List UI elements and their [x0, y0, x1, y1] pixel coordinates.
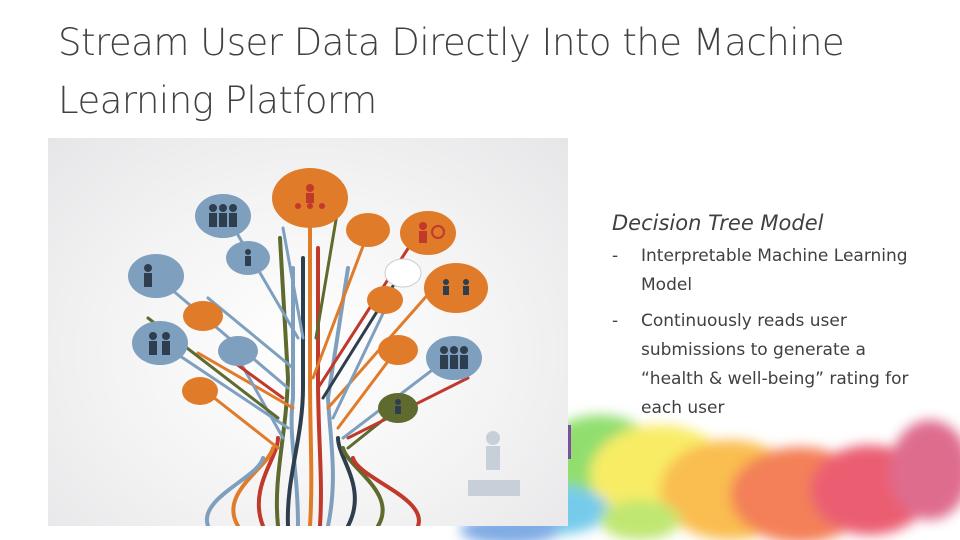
- people-icons: [144, 204, 469, 414]
- node-circles: [128, 168, 488, 423]
- podium-figure: [468, 431, 520, 496]
- bullet-item: - Interpretable Machine Learning Model: [612, 242, 912, 300]
- decision-tree-illustration: [48, 138, 568, 526]
- bullet-marker: -: [612, 311, 619, 331]
- slide-title: Stream User Data Directly Into the Machi…: [58, 21, 845, 122]
- bullet-text: Interpretable Machine Learning Model: [641, 246, 908, 295]
- purple-accent-bar: [567, 425, 571, 459]
- text-panel: Decision Tree Model - Interpretable Mach…: [612, 208, 912, 430]
- model-heading: Decision Tree Model: [612, 211, 824, 235]
- bullet-text: Continuously reads user submissions to g…: [641, 311, 909, 418]
- bullet-list: - Interpretable Machine Learning Model -…: [612, 242, 912, 423]
- tree-graphic: [128, 168, 520, 526]
- bullet-item: - Continuously reads user submissions to…: [612, 307, 912, 423]
- bullet-marker: -: [612, 246, 619, 266]
